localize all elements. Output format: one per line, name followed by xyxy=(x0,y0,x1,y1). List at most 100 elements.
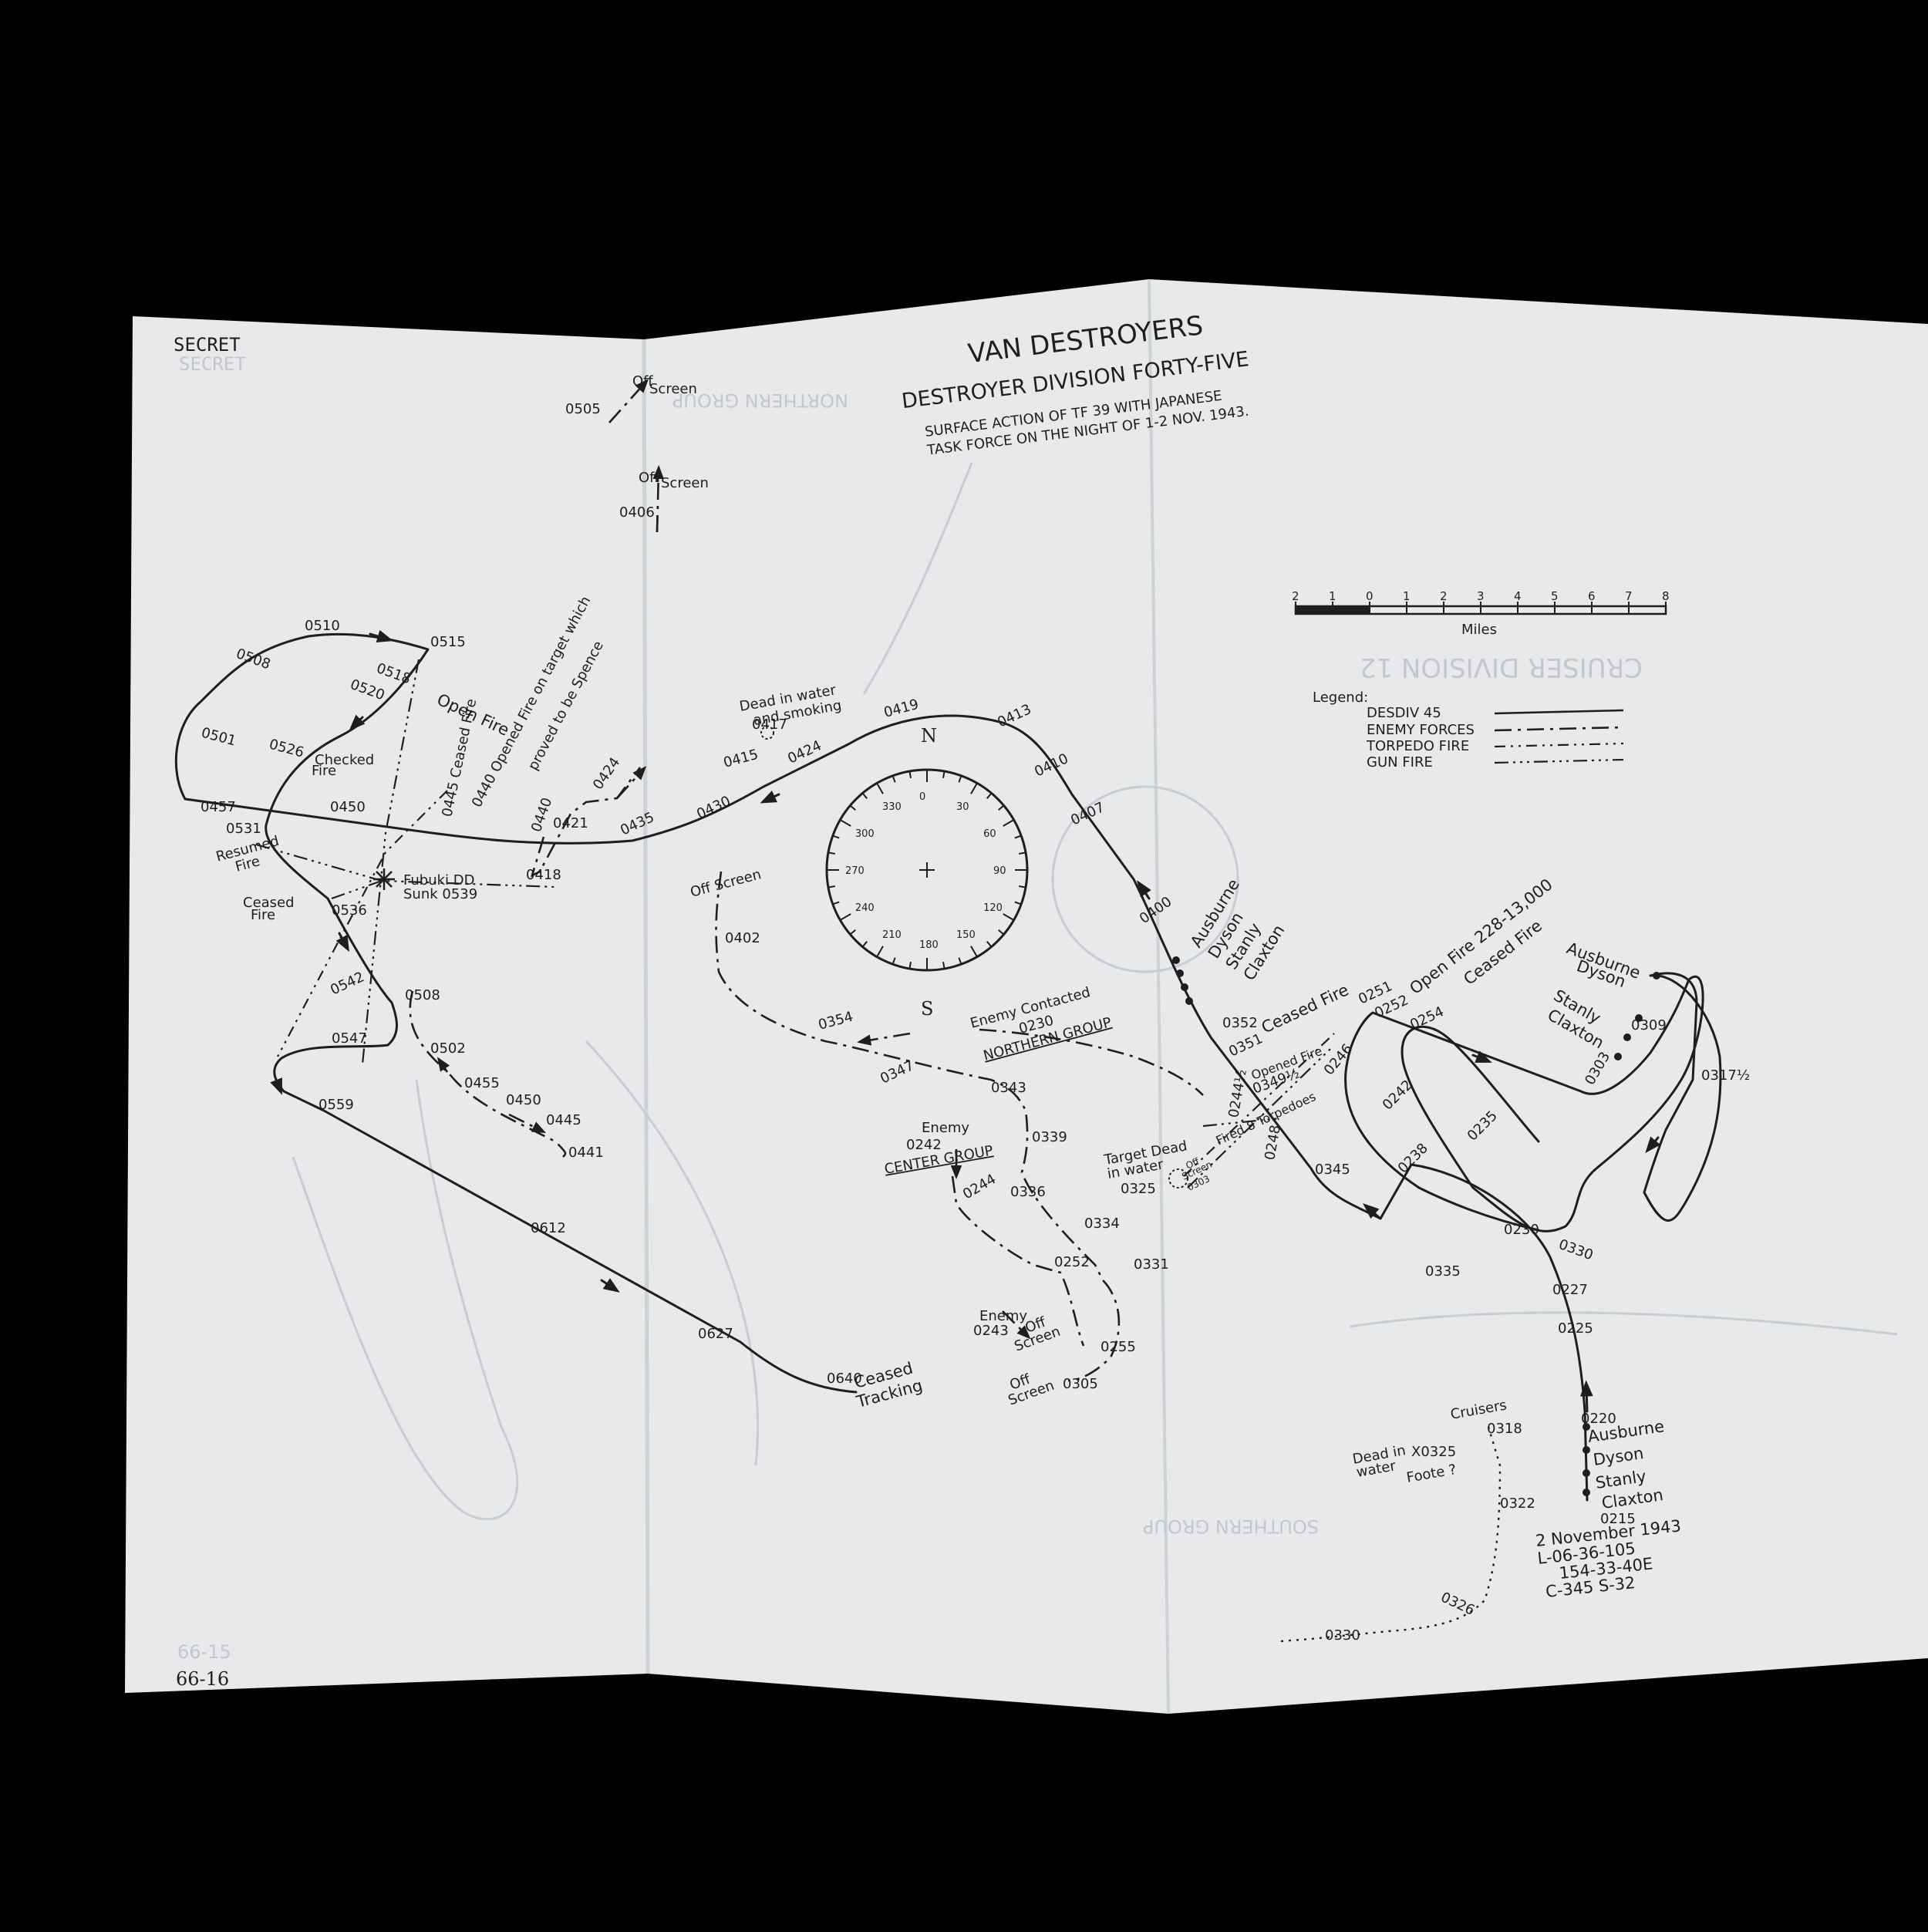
scale-tick-label: 2 xyxy=(1440,589,1448,603)
label-fubuki: Fubuki DD xyxy=(403,872,474,888)
label-off-2: Off xyxy=(639,470,659,486)
compass-tick xyxy=(986,792,993,799)
arrow-6 xyxy=(349,714,366,731)
compass-north: N xyxy=(921,725,937,747)
enemy-tracks xyxy=(409,379,1502,1643)
label-fubuki-sunk: Sunk 0539 xyxy=(403,886,477,902)
time-0640: 0640 xyxy=(827,1371,862,1387)
legend-desdiv: DESDIV 45 xyxy=(1367,705,1441,721)
ghost-group-1: NORTHERN GROUP xyxy=(672,389,848,411)
compass-tick xyxy=(839,819,851,827)
time-0252a: 0252 xyxy=(1054,1254,1090,1270)
time-0441: 0441 xyxy=(568,1145,604,1161)
arrow-11 xyxy=(270,1077,282,1095)
arrow-10 xyxy=(335,932,349,953)
compass-bearing-label: 330 xyxy=(882,801,902,813)
compass-tick xyxy=(958,775,962,783)
ghost-page-number: 66-15 xyxy=(177,1641,231,1663)
time-0547: 0547 xyxy=(332,1030,367,1047)
compass-tick xyxy=(970,782,978,794)
scale-tick-label: 2 xyxy=(1292,589,1299,603)
scale-tick-label: 5 xyxy=(1551,589,1559,603)
time-0515: 0515 xyxy=(430,634,466,650)
time-0457: 0457 xyxy=(201,799,236,815)
compass-bearing-label: 150 xyxy=(956,929,976,941)
compass-bearing-label: 300 xyxy=(855,828,875,840)
time-0627: 0627 xyxy=(698,1326,733,1342)
time-0450b: 0450 xyxy=(506,1092,541,1108)
time-0227: 0227 xyxy=(1552,1282,1588,1298)
compass-tick xyxy=(998,804,1005,811)
compass-bearing-label: 240 xyxy=(855,902,875,914)
legend-gun: GUN FIRE xyxy=(1367,754,1433,770)
gun-line-4 xyxy=(1187,1048,1331,1189)
compass-tick xyxy=(908,770,912,779)
desdiv-right-loop xyxy=(1643,972,1722,1222)
ship-markers xyxy=(1172,956,1660,1496)
label-screen-1: Screen xyxy=(649,381,697,397)
compass-tick xyxy=(827,885,836,888)
sinking-mark xyxy=(373,868,395,890)
arrow-8 xyxy=(1471,1050,1492,1063)
time-0505: 0505 xyxy=(565,401,601,417)
scale-tick-label: 3 xyxy=(1477,589,1485,603)
time-0402: 0402 xyxy=(725,930,760,946)
desdiv-tracks xyxy=(174,629,1722,1502)
time-0334: 0334 xyxy=(1084,1216,1120,1232)
compass-tick xyxy=(1003,913,1015,921)
ghost-track-4 xyxy=(1349,1311,1898,1336)
label-ceased-fire: Fire xyxy=(251,907,275,923)
compass-bearing-label: 120 xyxy=(983,902,1003,914)
ghost-layer: SECRET CRUISER DIVISION 12 NORTHERN GROU… xyxy=(177,353,1898,1663)
arrow-2 xyxy=(1579,1380,1593,1413)
time-0305: 0305 xyxy=(1063,1376,1098,1392)
arrow-4 xyxy=(760,790,780,804)
scale-unit: Miles xyxy=(1461,622,1497,638)
ghost-group-2: SOUTHERN GROUP xyxy=(1143,1516,1319,1537)
compass-tick xyxy=(892,957,896,965)
time-0243: 0243 xyxy=(973,1323,1009,1339)
torpedo-line-1 xyxy=(277,790,448,1057)
time-0421: 0421 xyxy=(553,815,588,831)
time-0418: 0418 xyxy=(526,867,561,883)
time-0230: 0230 xyxy=(1504,1222,1539,1238)
page-number: 66-16 xyxy=(176,1668,229,1690)
legend: Legend: DESDIV 45 ENEMY FORCES TORPEDO F… xyxy=(1313,690,1624,770)
compass-tick xyxy=(876,782,884,794)
time-0502: 0502 xyxy=(430,1040,466,1057)
time-0612: 0612 xyxy=(531,1220,566,1236)
time-0406: 0406 xyxy=(619,504,655,521)
label-enemy-center: Enemy xyxy=(922,1120,969,1136)
label-foote-mark: X0325 xyxy=(1411,1444,1456,1460)
label-checked-fire: Fire xyxy=(312,763,336,779)
legend-line-solid xyxy=(1494,709,1624,715)
ghost-track-2 xyxy=(585,1040,760,1466)
time-0417: 0417 xyxy=(752,716,787,733)
scale-tick-label: 6 xyxy=(1588,589,1596,603)
label-checked: Checked xyxy=(315,752,374,768)
scale-tick-label: 4 xyxy=(1514,589,1522,603)
time-0339: 0339 xyxy=(1032,1129,1067,1145)
legend-title: Legend: xyxy=(1313,690,1368,706)
compass-tick xyxy=(1014,835,1022,839)
compass-bearing-label: 210 xyxy=(882,929,902,941)
enemy-arrow-a xyxy=(860,1033,911,1043)
enemy-sw-track xyxy=(409,990,567,1158)
time-0318: 0318 xyxy=(1487,1421,1522,1437)
arrow-1 xyxy=(1363,1203,1382,1220)
legend-enemy: ENEMY FORCES xyxy=(1367,722,1475,738)
compass-tick xyxy=(827,851,836,855)
time-0559: 0559 xyxy=(319,1097,354,1113)
arrow-9 xyxy=(1645,1136,1661,1154)
compass-bearing-label: 270 xyxy=(845,865,865,877)
time-0455: 0455 xyxy=(464,1075,500,1091)
fold-right xyxy=(1148,278,1170,1715)
compass-tick xyxy=(1018,851,1026,855)
scale-tick-label: 1 xyxy=(1329,589,1336,603)
time-0215: 0215 xyxy=(1600,1511,1636,1527)
ghost-title: CRUISER DIVISION 12 xyxy=(1360,652,1643,683)
time-0322: 0322 xyxy=(1500,1495,1535,1512)
time-0220: 0220 xyxy=(1581,1411,1616,1427)
enemy-arrow-c xyxy=(1002,1310,1031,1340)
